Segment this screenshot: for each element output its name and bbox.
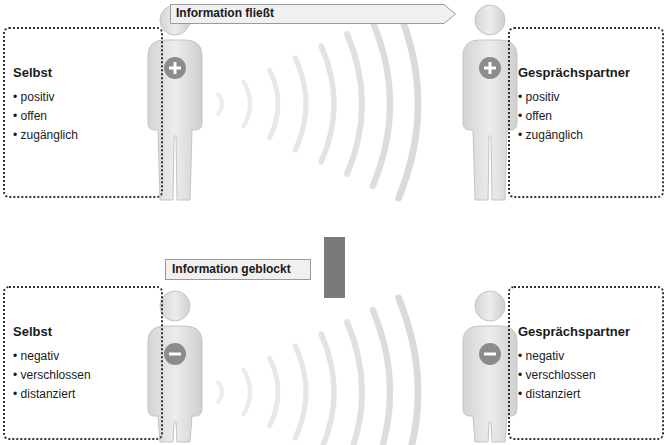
bullet-item: • positiv [518,88,652,107]
box-heading: Selbst [13,324,151,339]
box-heading: Gesprächspartner [518,65,652,80]
person-box: Selbst • negativ• verschlossen• distanzie… [3,286,163,440]
bullet-item: • positiv [13,88,151,107]
bullet-item: • zugänglich [13,126,151,145]
person-box: Gesprächspartner • positiv• offen• zugäng… [508,27,664,198]
sign-circle [479,57,501,79]
sign-stroke [174,62,177,74]
sign-circle [164,343,186,365]
wave-arc [347,322,362,445]
sign-stroke [169,353,181,356]
person-figure [148,5,202,200]
person-figure [148,291,202,442]
wave-arc [295,346,306,438]
wave-arc [321,46,334,162]
bullet-item: • zugänglich [518,126,652,145]
wave-arc [218,94,222,114]
sound-waves [218,10,418,445]
wave-arc [373,22,390,186]
bullet-item: • distanziert [13,385,151,404]
wave-arc [244,82,250,126]
info-label: Information geblockt [165,259,311,280]
sign-stroke [484,353,496,356]
sign-stroke [489,62,492,74]
wave-arc [218,382,222,402]
box-heading: Selbst [13,65,151,80]
label-text: Information geblockt [172,262,302,277]
person-figures [148,5,517,442]
box-heading: Gesprächspartner [518,324,652,339]
info-label: Information fließt [170,4,456,24]
wave-arc [321,334,334,445]
bullet-item: • verschlossen [13,366,151,385]
wave-arc [270,70,278,138]
sign-circle [164,57,186,79]
label-text: Information fließt [176,6,436,21]
wave-arc [347,34,362,174]
wave-arc [399,10,418,198]
bullet-item: • negativ [518,347,652,366]
person-box: Selbst • positiv• offen• zugänglich [3,27,163,198]
person-box: Gesprächspartner • negativ• verschlossen•… [508,286,664,440]
bullet-item: • offen [13,107,151,126]
wave-arc [244,370,250,414]
wave-arc [373,310,390,445]
wave-arc [399,298,418,445]
wave-arc [295,58,306,150]
bullet-item: • offen [518,107,652,126]
bullet-item: • distanziert [518,385,652,404]
sign-circle [479,343,501,365]
block-bar [324,237,345,298]
bullet-item: • verschlossen [518,366,652,385]
wave-arc [270,358,278,426]
bullet-item: • negativ [13,347,151,366]
arrow-outline [171,5,456,24]
